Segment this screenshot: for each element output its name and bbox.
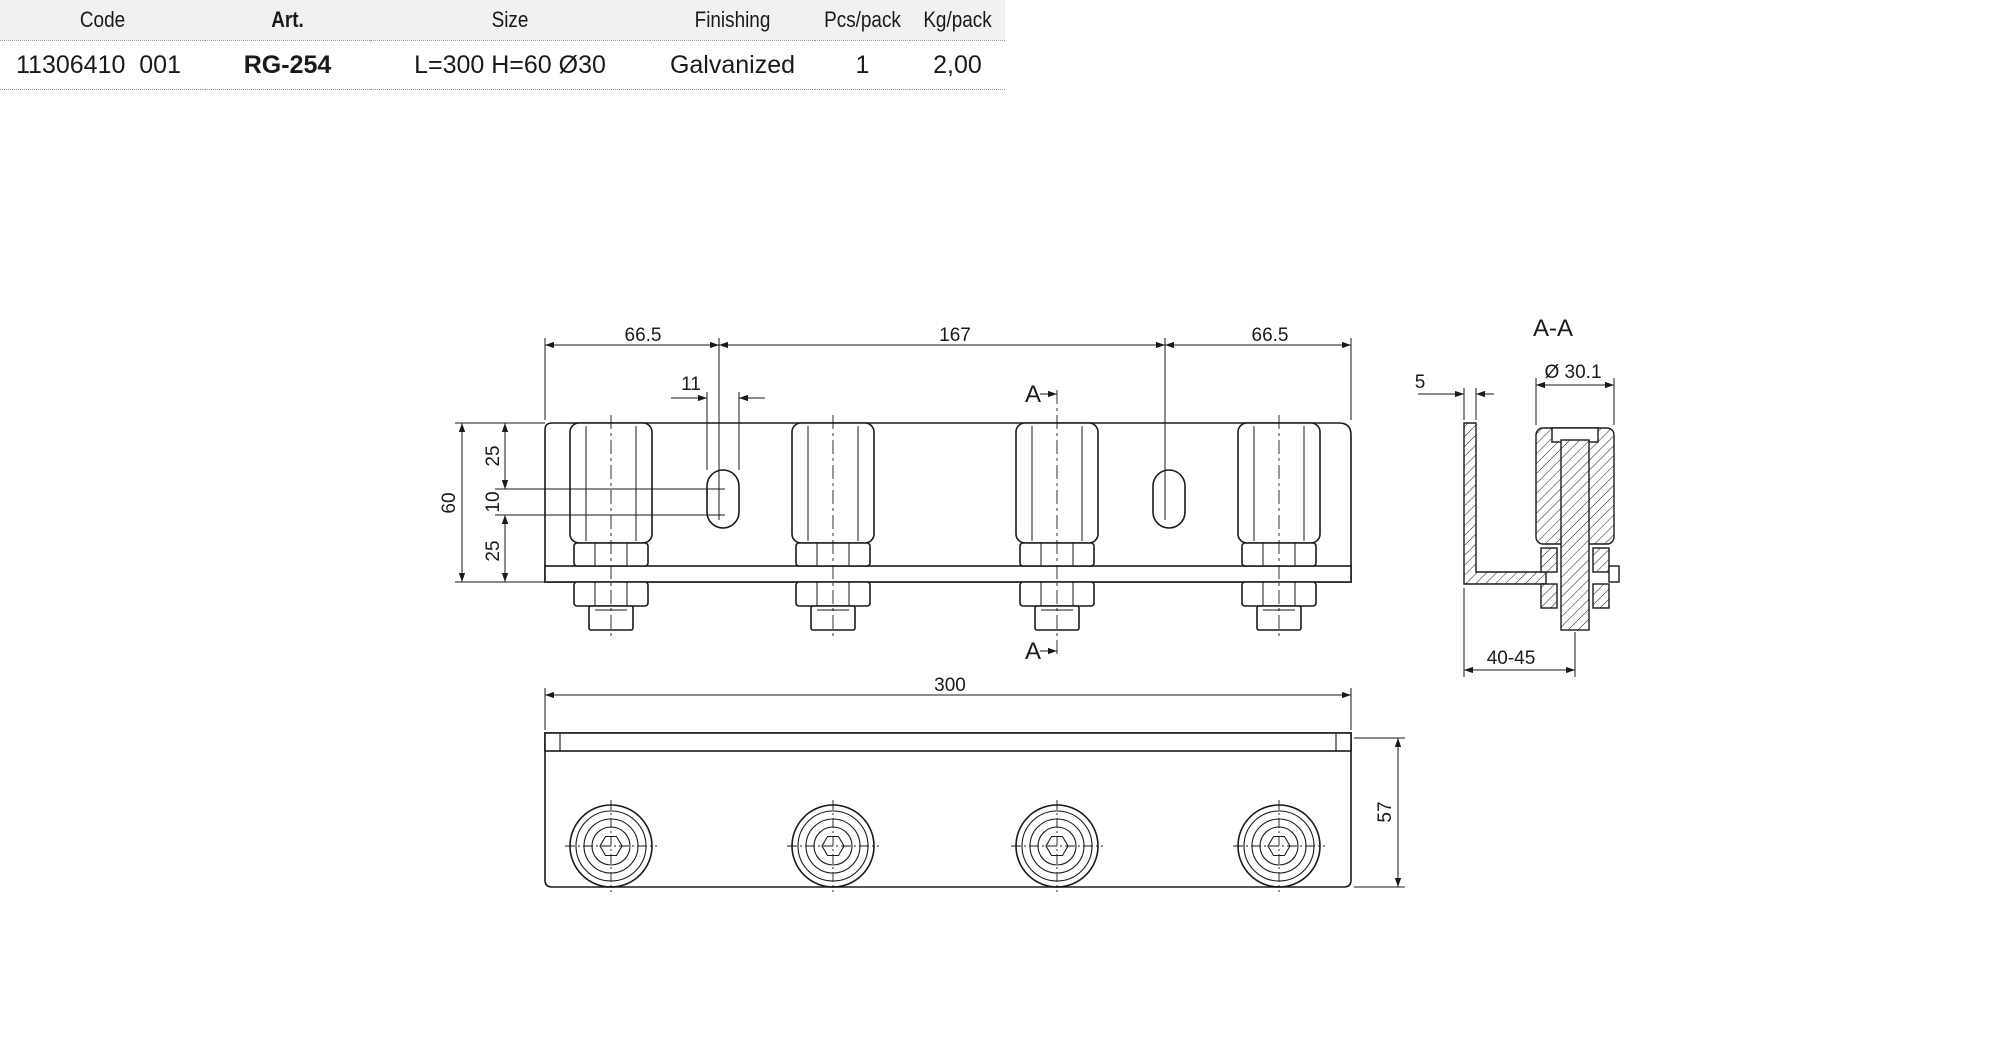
dim-left-pitch: 66.5 <box>625 325 662 346</box>
section-view <box>1463 422 1620 631</box>
dim-slot-length: 10 <box>483 491 504 512</box>
rail-flange <box>544 565 1352 583</box>
section-title: A-A <box>1533 315 1573 342</box>
section-dimensions <box>1418 378 1615 677</box>
bottom-view <box>544 732 1352 888</box>
cell-code: 11306410 001 <box>0 40 205 90</box>
cell-pcs: 1 <box>815 40 910 90</box>
dim-length: 300 <box>934 675 966 696</box>
header-kg-pack: Kg/pack <box>916 0 999 41</box>
front-dimensions <box>455 338 1352 655</box>
front-plate <box>544 422 1352 583</box>
header-pcs-pack: Pcs/pack <box>821 0 904 41</box>
bottom-dim-labels: 300 57 <box>934 675 1396 823</box>
dim-slot-width: 11 <box>681 374 701 395</box>
section-nut-upper <box>1540 547 1558 573</box>
dim-right-pitch: 66.5 <box>1252 325 1289 346</box>
dim-upper: 25 <box>483 445 504 466</box>
section-dim-labels: A-A 5 Ø 30.1 40-45 <box>1415 315 1602 669</box>
dim-roller-dia: Ø 30.1 <box>1544 362 1601 383</box>
dim-plate: 5 <box>1415 372 1426 393</box>
cell-size: L=300 H=60 Ø30 <box>370 40 650 90</box>
section-nut-lower-r <box>1592 583 1610 609</box>
slot-left <box>706 469 740 529</box>
bottom-plate <box>544 732 1352 888</box>
dim-lower: 25 <box>483 540 504 561</box>
bottom-centre-lines <box>565 800 1325 892</box>
bottom-dimensions <box>544 688 1405 888</box>
section-label-top: A <box>1025 381 1041 408</box>
cell-art: RG-254 <box>205 40 370 90</box>
section-nut-upper-r <box>1592 547 1610 573</box>
section-nut-lower <box>1540 583 1558 609</box>
header-code: Code <box>14 0 191 41</box>
cell-kg: 2,00 <box>910 40 1005 90</box>
dim-mid-pitch: 167 <box>939 325 971 346</box>
dim-height: 60 <box>439 492 460 513</box>
front-dim-labels: 66.5 167 66.5 11 60 25 10 25 A A <box>439 325 1288 665</box>
dim-depth: 57 <box>1375 801 1396 822</box>
cell-finishing: Galvanized <box>650 40 815 90</box>
dim-adjust: 40-45 <box>1487 648 1536 669</box>
spec-table: Code Art. Size Finishing Pcs/pack Kg/pac… <box>0 0 1005 90</box>
front-view <box>544 422 1352 631</box>
header-finishing: Finishing <box>661 0 804 41</box>
header-art: Art. <box>216 0 359 41</box>
section-label-bottom: A <box>1025 638 1041 665</box>
section-bracket <box>1463 422 1547 585</box>
header-size: Size <box>389 0 631 41</box>
section-pin <box>1560 439 1590 631</box>
slot-right <box>1152 469 1186 529</box>
centre-lines <box>610 390 1280 655</box>
section-washer <box>1608 565 1620 583</box>
table-header-row: Code Art. Size Finishing Pcs/pack Kg/pac… <box>0 0 1005 41</box>
bottom-flange <box>544 732 1352 752</box>
table-row: 11306410 001 RG-254 L=300 H=60 Ø30 Galva… <box>0 40 1005 90</box>
